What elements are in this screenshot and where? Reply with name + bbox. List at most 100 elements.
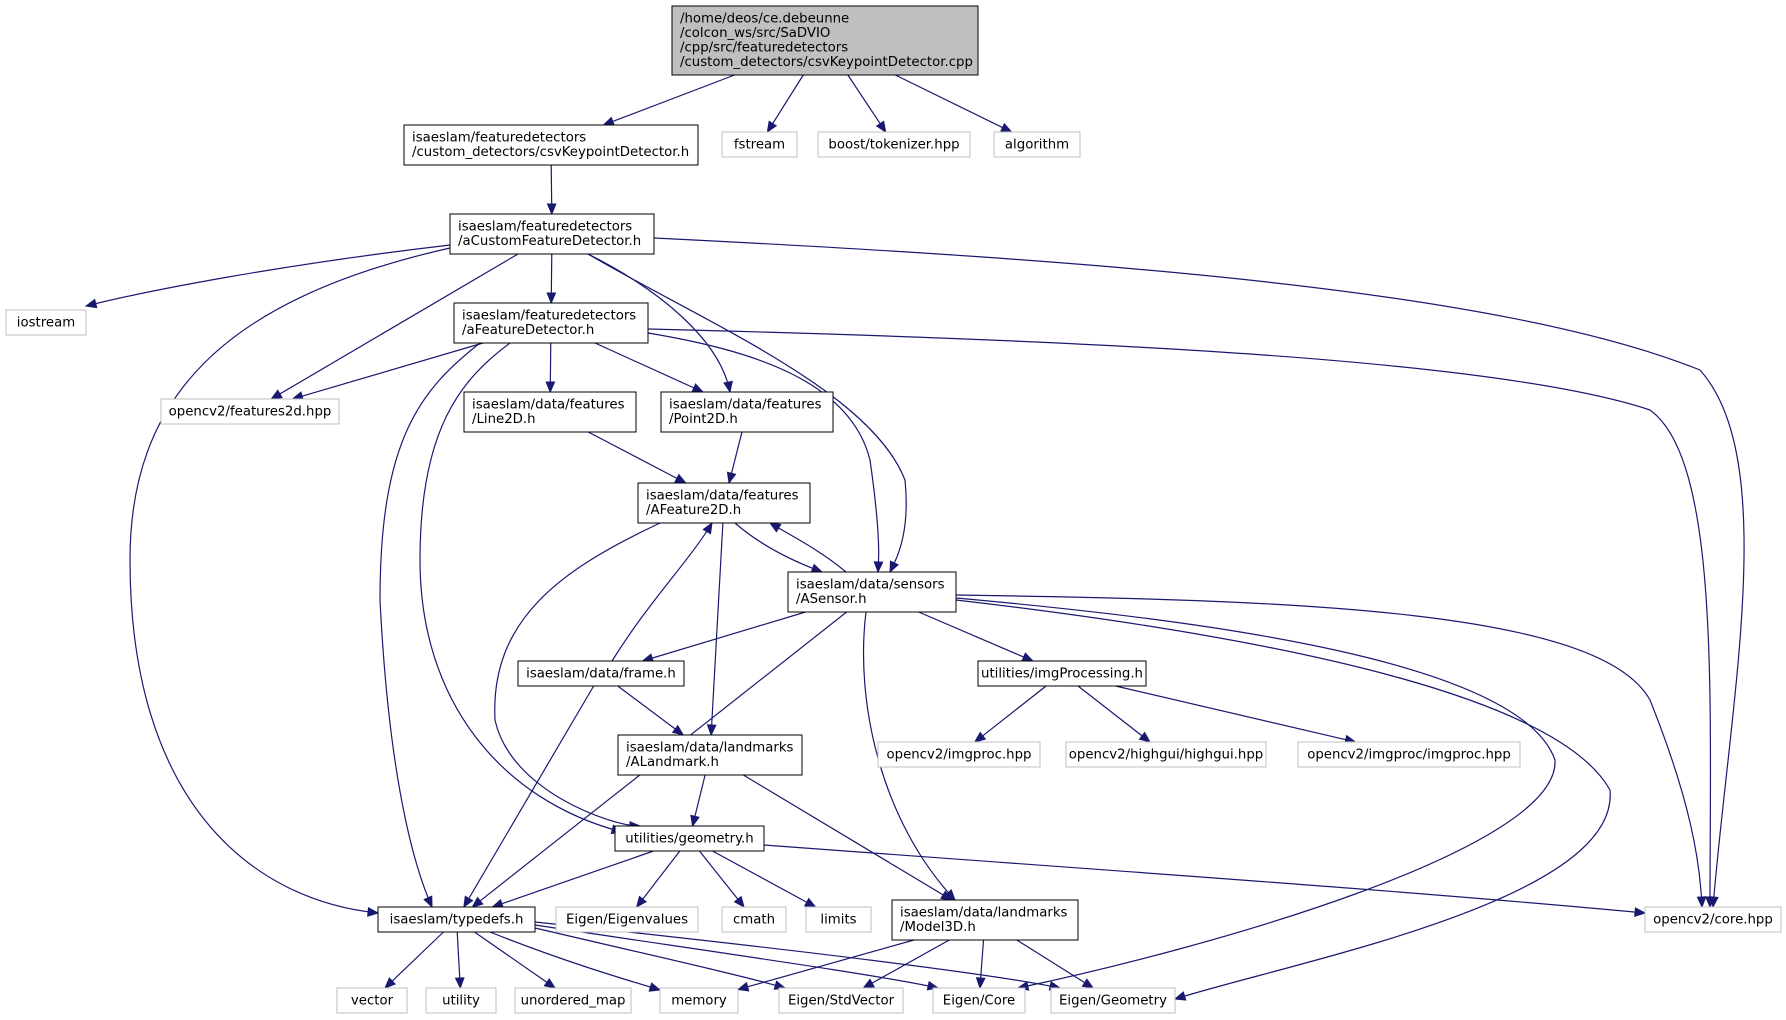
node-label-line: isaeslam/featuredetectors <box>462 309 636 324</box>
node-label-line: /custom_detectors/csvKeypointDetector.h <box>412 145 689 160</box>
edge-arrowhead <box>1021 652 1035 662</box>
node-algorithm[interactable]: algorithm <box>993 131 1081 158</box>
node-asensor[interactable]: isaeslam/data/sensors/ASensor.h <box>787 571 957 613</box>
node-line2d[interactable]: isaeslam/data/features/Line2D.h <box>463 391 637 433</box>
node-geometry[interactable]: utilities/geometry.h <box>614 825 765 852</box>
edge-curve <box>534 921 1061 989</box>
edge-line2d-to-afeature2d <box>587 431 687 484</box>
node-box <box>932 987 1026 1014</box>
node-imgproc2[interactable]: opencv2/imgproc/imgproc.hpp <box>1297 741 1521 768</box>
edge-line <box>651 611 806 659</box>
node-eigengeom[interactable]: Eigen/Geometry <box>1050 987 1176 1014</box>
node-core[interactable]: opencv2/core.hpp <box>1644 906 1782 933</box>
node-label-line: limits <box>820 912 856 927</box>
edge-arrowhead <box>635 895 647 909</box>
node-stdvector[interactable]: Eigen/StdVector <box>778 987 904 1014</box>
node-imgproc[interactable]: opencv2/imgproc.hpp <box>877 741 1041 768</box>
edge-arrowhead <box>803 897 817 908</box>
edge-geometry-to-typedefs <box>491 850 654 909</box>
node-acustom[interactable]: isaeslam/featuredetectors/aCustomFeature… <box>449 213 655 255</box>
node-imgproc_util[interactable]: utilities/imgProcessing.h <box>977 660 1147 687</box>
node-box <box>336 987 408 1014</box>
node-label-line: utilities/imgProcessing.h <box>981 666 1143 681</box>
node-box <box>449 213 655 255</box>
node-label-line: /aCustomFeatureDetector.h <box>458 234 641 249</box>
edge-acustom-to-asensor <box>587 253 907 574</box>
edge-arrowhead <box>768 522 782 533</box>
edge-curve <box>769 522 847 573</box>
edge-arrowhead <box>270 389 283 400</box>
edge-line <box>279 253 519 395</box>
edge-acustom-to-features2d <box>270 253 519 400</box>
edge-line <box>730 431 743 474</box>
edge-arrowhead <box>706 724 717 737</box>
node-label-line: /Line2D.h <box>472 412 536 427</box>
node-cmath[interactable]: cmath <box>721 906 787 933</box>
edge-root-to-fstream <box>766 74 804 134</box>
edge-asensor-to-frame <box>641 611 806 663</box>
node-box <box>817 131 971 158</box>
node-label-line: unordered_map <box>521 993 626 1008</box>
edge-line <box>847 74 881 124</box>
edge-line <box>474 931 548 983</box>
edge-line <box>895 74 1003 129</box>
node-memory[interactable]: memory <box>659 987 739 1014</box>
node-alandmark[interactable]: isaeslam/data/landmarks/ALandmark.h <box>617 734 803 776</box>
edge-arrowhead <box>889 560 899 574</box>
node-unordered[interactable]: unordered_map <box>514 987 632 1014</box>
node-label-line: /ALandmark.h <box>626 755 719 770</box>
edge-afeat-to-typedefs <box>379 342 481 909</box>
edge-arrowhead <box>1173 991 1187 1001</box>
node-iostream[interactable]: iostream <box>5 309 87 336</box>
edge-arrowhead <box>463 895 474 909</box>
edge-csvh-to-acustom <box>546 164 557 216</box>
node-label-line: isaeslam/data/features <box>472 398 625 413</box>
edge-alandmark-to-geometry <box>690 774 706 828</box>
edge-arrowhead <box>733 895 745 909</box>
edge-imgproc_util-to-imgproc2 <box>1115 685 1357 745</box>
node-eigencore[interactable]: Eigen/Core <box>932 987 1026 1014</box>
edge-frame-to-alandmark <box>617 685 685 736</box>
node-vector[interactable]: vector <box>336 987 408 1014</box>
edge-line <box>391 931 444 982</box>
node-features2d[interactable]: opencv2/features2d.hpp <box>160 398 340 425</box>
node-limits[interactable]: limits <box>805 906 872 933</box>
edge-arrowhead <box>545 381 556 394</box>
edge-line <box>1077 685 1143 737</box>
edge-arrowhead <box>471 896 484 908</box>
edge-line <box>871 939 950 984</box>
node-label-line: /AFeature2D.h <box>646 503 741 518</box>
node-utility[interactable]: utility <box>425 987 497 1014</box>
node-highgui[interactable]: opencv2/highgui/highgui.hpp <box>1065 741 1267 768</box>
edge-curve <box>611 522 713 662</box>
node-typedefs[interactable]: isaeslam/typedefs.h <box>377 906 536 933</box>
node-label-line: utilities/geometry.h <box>625 831 753 846</box>
node-box <box>1297 741 1521 768</box>
node-box <box>617 734 803 776</box>
edge-frame-to-typedefs <box>463 685 595 909</box>
node-afeat[interactable]: isaeslam/featuredetectors/aFeatureDetect… <box>453 302 649 344</box>
edge-curve <box>647 332 880 563</box>
node-box <box>555 906 699 933</box>
node-fstream[interactable]: fstream <box>721 131 798 158</box>
node-tokenizer[interactable]: boost/tokenizer.hpp <box>817 131 971 158</box>
edge-curve <box>419 342 623 833</box>
edge-curve <box>534 927 786 989</box>
node-csvh[interactable]: isaeslam/featuredetectors/custom_detecto… <box>403 124 699 166</box>
node-afeature2d[interactable]: isaeslam/data/features/AFeature2D.h <box>637 482 811 524</box>
edge-geometry-to-cmath <box>698 850 745 909</box>
node-label-line: opencv2/features2d.hpp <box>169 404 332 419</box>
edge-line <box>617 685 676 730</box>
edge-frame-to-afeature2d <box>611 521 713 662</box>
edge-arrowhead <box>690 814 700 828</box>
node-point2d[interactable]: isaeslam/data/features/Point2D.h <box>660 391 834 433</box>
edge-arrowhead <box>491 898 505 909</box>
node-frame[interactable]: isaeslam/data/frame.h <box>517 660 685 687</box>
node-label-line: isaeslam/data/landmarks <box>626 741 794 756</box>
edge-arrowhead <box>862 978 875 989</box>
node-model3d[interactable]: isaeslam/data/landmarks/Model3D.h <box>891 899 1079 941</box>
node-root[interactable]: /home/deos/ce.debeunne/colcon_ws/src/SaD… <box>671 5 979 76</box>
edge-root-to-csvh <box>602 74 735 126</box>
node-box <box>891 899 1079 941</box>
node-eigenvalues[interactable]: Eigen/Eigenvalues <box>555 906 699 933</box>
